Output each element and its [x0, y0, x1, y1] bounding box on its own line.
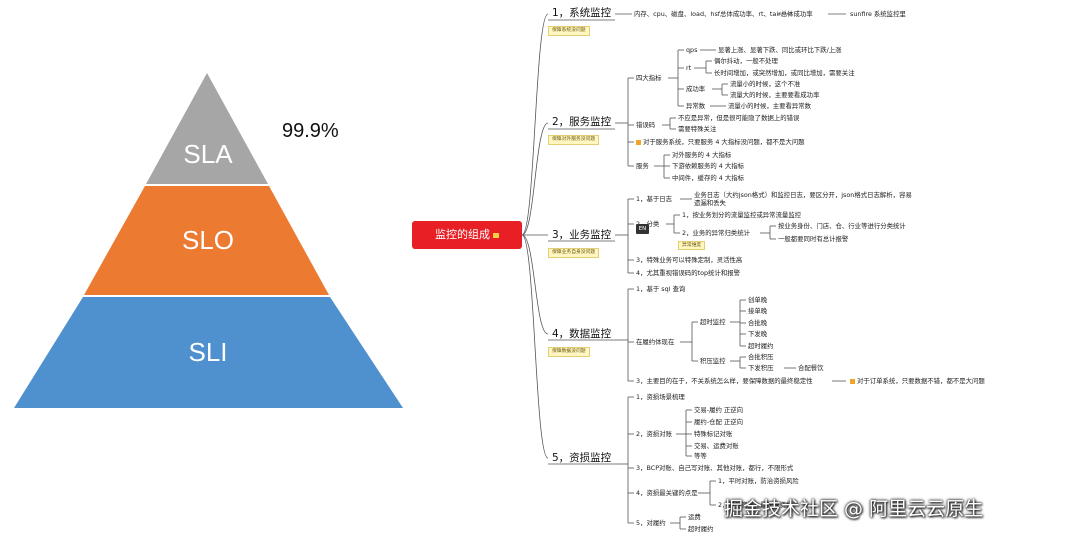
note-data: 保障数据没问题: [548, 347, 590, 357]
s2-svc-c: 中间件，缓存的 4 大指标: [672, 174, 745, 182]
s5-b-4: 交易、运费对账: [694, 442, 739, 450]
s3-cls-b2: 一般都要同时有总计报警: [778, 235, 849, 243]
s5-b-2: 履约-仓配 正逆向: [694, 418, 744, 426]
section-system-monitoring: 1，系统监控: [552, 7, 612, 19]
s2-succ-b: 流量大的时候，主要要看成功率: [730, 91, 820, 99]
s4-perf: 在履约体现在: [636, 338, 675, 346]
s3-top: 4，尤其重视错误码的top统计和报警: [636, 269, 741, 277]
section-asset-loss-monitoring: 5，资损监控: [552, 452, 612, 464]
note-business: 保障业务自身没问题: [548, 248, 600, 258]
s5-d-1: 1，平时对账，防治资损风险: [718, 477, 799, 485]
s4-sql: 1，基于 sql 查询: [636, 285, 686, 293]
s2-error-count: 异常数: [686, 102, 706, 110]
s5-a: 1，资损场景梳理: [636, 393, 685, 401]
s2-rt-a: 偶尔抖动，一般不处理: [714, 57, 778, 65]
s2-err-a: 流量小的时候，主要看异常数: [728, 102, 812, 110]
s1-items: 内存、cpu、磁盘、load、hsf总体成功率、rt、tair总体成功率: [634, 10, 813, 18]
sla-label: SLA: [183, 139, 233, 169]
sli-label: SLI: [188, 337, 227, 367]
s5-d-2: 2，遇到资损，最快速资损: [718, 501, 793, 509]
pyramid-middle-tier: [84, 186, 329, 295]
s5-c: 3，BCP对账、自己写对账、其他对账，都行，不限形式: [636, 464, 794, 472]
pyramid-top-tier: [146, 73, 268, 184]
s5-b-5: 等等: [694, 452, 707, 460]
s4-bl-2: 下发积压: [748, 364, 774, 372]
watermark: 掘金技术社区 @ 阿里云云原生: [724, 498, 984, 520]
s4-bl-sub: 合配餐饮: [798, 364, 824, 372]
s2-svc-b: 下游依赖服务的 4 大指标: [672, 162, 745, 170]
s5-e: 5，对履约: [636, 519, 666, 527]
root-label: 监控的组成: [435, 228, 490, 241]
note-system: 保障系统没问题: [548, 26, 590, 36]
s4-to-3: 合批晚: [748, 319, 768, 327]
s4-timeout: 超时监控: [700, 318, 726, 326]
s5-e-1: 运费: [688, 513, 701, 521]
note-icon: [493, 232, 499, 238]
s4-main-note: 对于订单系统，只要数据不错，都不是大问题: [850, 377, 985, 385]
section-business-monitoring: 3，业务监控: [552, 229, 612, 241]
s3-log: 1，基于日志: [636, 195, 673, 203]
s5-d: 4，资损最关键的点是: [636, 489, 698, 497]
s2-rt-b: 长时间增加，或突然增加，或同比增加，需要关注: [714, 69, 855, 77]
s2-service-note: 对于服务系统，只要服务 4 大指标没问题，都不是大问题: [636, 138, 805, 146]
section-service-monitoring: 2，服务监控: [552, 116, 612, 128]
s3-special: 3，特殊业务可以特殊定制，灵活性高: [636, 256, 743, 264]
slo-label: SLO: [182, 225, 234, 255]
flag-icon: [636, 139, 641, 145]
s3-log-desc: 业务日志（大约json格式）和监控日志，要区分开，json格式日志解析，容易: [694, 191, 912, 199]
s2-succ-a: 流量小的时候，这个不准: [730, 80, 801, 88]
s2-four-metrics: 四大指标: [636, 74, 662, 82]
s5-b: 2，资损对账: [636, 430, 673, 438]
s5-b-3: 特殊标记对账: [694, 430, 733, 438]
s2-success-rate: 成功率: [686, 85, 706, 93]
mindmap-root: 监控的组成: [412, 221, 522, 249]
s2-code-a: 不应是异常，但是很可能隐了数据上的错误: [678, 114, 800, 122]
s4-backlog: 积压监控: [700, 357, 726, 365]
s4-to-5: 超时履约: [748, 342, 774, 350]
s2-qps-desc: 显著上涨、显著下跌、同比或环比下跌/上涨: [718, 46, 842, 54]
s3-cls-b: 2，业务的异常归类统计: [682, 229, 750, 237]
s5-b-1: 交易-履约 正逆向: [694, 406, 744, 414]
s3-cls-a: 1，按业务划分的流量监控或异常流量监控: [682, 211, 802, 219]
s4-main: 3，主要目的在于，不关系统怎么样，要保障数据的最终稳定性: [636, 377, 813, 385]
s2-code-b: 需要特殊关注: [678, 125, 717, 133]
note-service: 保障对外服务没问题: [548, 135, 600, 145]
s2-service-note-text: 对于服务系统，只要服务 4 大指标没问题，都不是大问题: [643, 138, 805, 146]
s4-bl-1: 合批积压: [748, 353, 774, 361]
s2-service: 服务: [636, 162, 649, 170]
s4-to-4: 下发晚: [748, 330, 768, 338]
s2-qps: qps: [686, 46, 698, 54]
note-exception-dimension: 异常维度: [678, 241, 706, 250]
s5-e-2: 超时履约: [688, 525, 714, 533]
section-data-monitoring: 4，数据监控: [552, 328, 612, 340]
s2-error-code: 错误码: [636, 121, 656, 129]
s1-extra: sunfire 系统监控里: [850, 10, 906, 18]
flag-icon: [850, 378, 855, 384]
pyramid-bottom-tier: [14, 297, 403, 408]
s3-log-desc2: 遗漏和丢失: [694, 199, 726, 207]
s4-main-note-text: 对于订单系统，只要数据不错，都不是大问题: [857, 377, 985, 385]
sla-percentage: 99.9%: [282, 120, 339, 142]
s2-rt: rt: [686, 64, 692, 72]
language-icon: EN: [636, 224, 649, 234]
s2-svc-a: 对外服务的 4 大指标: [672, 151, 732, 159]
s4-to-2: 接单晚: [748, 307, 768, 315]
s3-cls-b1: 按业务身份、门店、仓、行业等进行分类统计: [778, 222, 906, 230]
s4-to-1: 创单晚: [748, 296, 768, 304]
sla-slo-sli-pyramid: SLA SLO SLI: [14, 73, 403, 408]
